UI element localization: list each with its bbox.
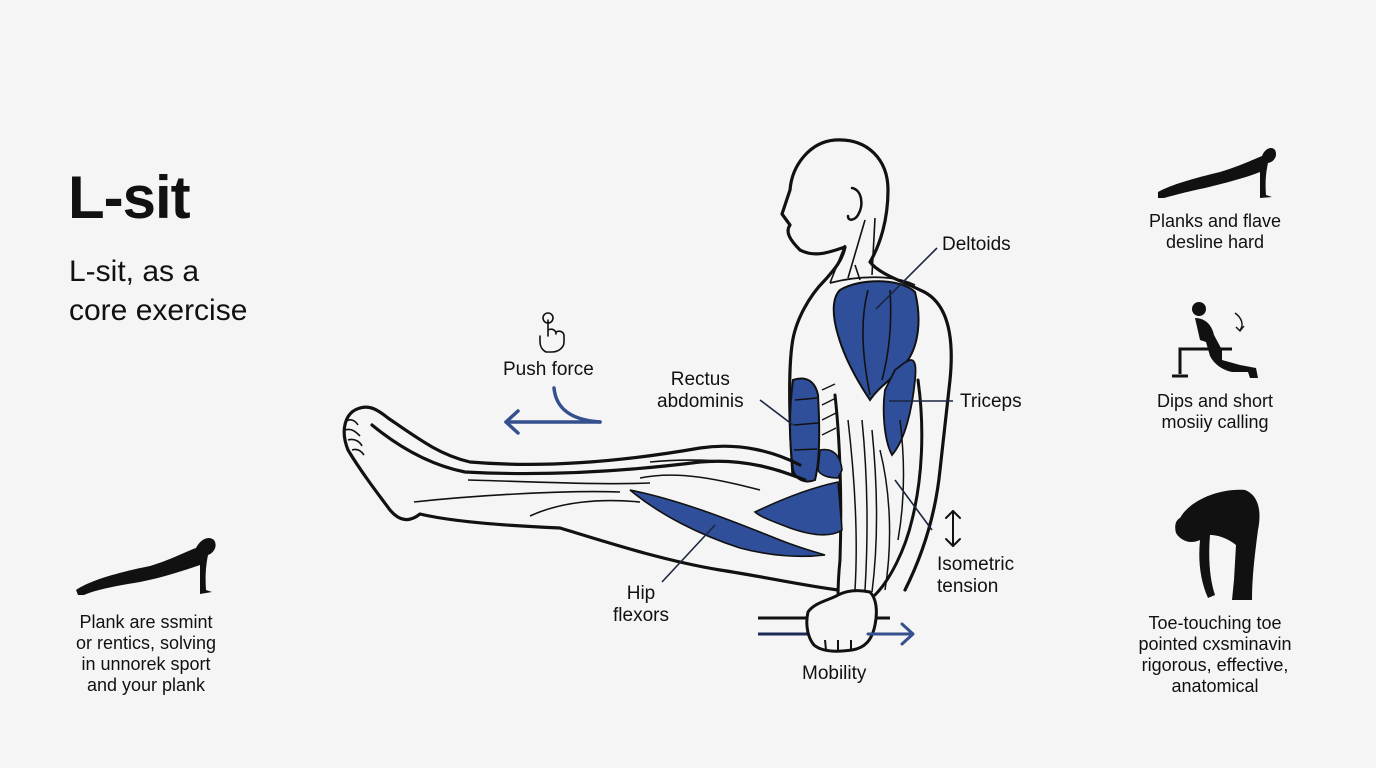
caption-line: pointed cxsminavin (1138, 634, 1292, 654)
dips-card-caption: Dips and short mosiiy calling (1125, 391, 1305, 433)
forearm-lines (847, 419, 905, 593)
toe-touch-silhouette (1175, 489, 1260, 600)
caption-line: Plank are ssmint (79, 612, 213, 632)
triceps-label: Triceps (960, 391, 1022, 412)
isometric-line-1: Isometric (937, 554, 1015, 575)
caption-line: desline hard (1165, 232, 1265, 252)
deltoids-leader (875, 247, 938, 310)
neck-lines (829, 217, 876, 284)
isometric-line-2: tension (937, 576, 999, 597)
hip-line-1: Hip (626, 583, 656, 604)
head-outline (780, 138, 953, 592)
arm-outline (833, 378, 924, 600)
caption-line: Dips and short (1156, 391, 1274, 411)
leg-detail-lines (344, 419, 781, 517)
toe-touch-card-caption: Toe-touching toe pointed cxsminavin rigo… (1115, 613, 1315, 697)
page-subtitle: L-sit, as a core exercise (69, 252, 247, 330)
legs-outline (342, 405, 840, 592)
hip-flexors-label: Hip flexors (610, 583, 672, 627)
right-plank-card-caption: Planks and flave desline hard (1125, 211, 1305, 253)
rectus-abdominis-muscle (789, 377, 843, 483)
dips-silhouette (1172, 302, 1258, 378)
hip-flexor-muscle (629, 481, 843, 558)
push-force-arrow (504, 386, 602, 435)
isometric-tension-label: Isometric tension (937, 554, 1014, 598)
caption-line: anatomical (1171, 676, 1259, 696)
caption-line: mosiiy calling (1161, 412, 1269, 432)
subtitle-line-2: core exercise (69, 294, 248, 327)
plank-silhouette-left (76, 537, 216, 595)
pointing-hand-icon (539, 312, 565, 353)
rib-lines (821, 383, 837, 436)
rectus-leader (759, 399, 794, 426)
subtitle-line-1: L-sit, as a (69, 255, 200, 288)
mobility-label: Mobility (802, 663, 867, 684)
hand-outline (805, 589, 878, 653)
deltoids-label: Deltoids (942, 234, 1011, 255)
isometric-tension-icon (945, 510, 961, 547)
isometric-leader (894, 479, 933, 531)
push-force-label: Push force (503, 359, 594, 380)
caption-line: rigorous, effective, (1141, 655, 1289, 675)
plank-silhouette-top (1158, 148, 1277, 198)
page-title: L-sit (68, 164, 191, 231)
rectus-abdominis-label: Rectus abdominis (657, 369, 744, 413)
caption-line: Planks and flave (1148, 211, 1282, 231)
hip-line-2: flexors (613, 605, 669, 626)
caption-line: and your plank (86, 675, 206, 695)
leader-lines (661, 247, 953, 583)
rectus-line-2: abdominis (657, 391, 744, 412)
hip-flexors-leader (661, 524, 716, 583)
left-plank-card-caption: Plank are ssmint or rentics, solving in … (55, 612, 237, 696)
triceps-muscle (882, 359, 917, 457)
shoulder-cap-line (829, 276, 916, 286)
caption-line: in unnorek sport (81, 654, 211, 674)
mobility-arrow (866, 622, 915, 646)
rectus-line-1: Rectus (670, 369, 730, 390)
caption-line: or rentics, solving (75, 633, 217, 653)
caption-line: Toe-touching toe (1148, 613, 1282, 633)
